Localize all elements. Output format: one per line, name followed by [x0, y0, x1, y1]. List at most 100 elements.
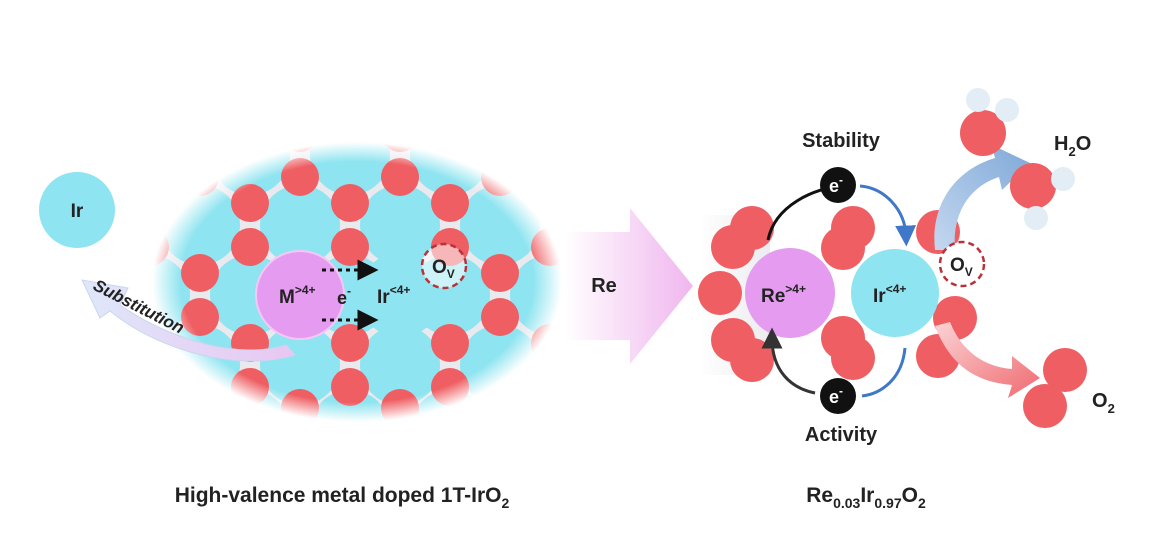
- lattice-oxygen-atom: [381, 389, 419, 427]
- electron-badge-bottom-label: e-: [829, 384, 843, 407]
- electron-badge-top: [820, 167, 856, 203]
- dopant-label: M>4+: [279, 283, 316, 308]
- lattice-ir-atom: [360, 325, 440, 405]
- oxygen-molecule-label: O2: [1092, 390, 1115, 416]
- right-vacancy-ring: [938, 240, 986, 288]
- lattice-oxygen-atom: [181, 298, 219, 336]
- left-ir-center-atom: [358, 253, 442, 337]
- lattice-oxygen-atom: [181, 254, 219, 292]
- lattice-oxygen-atom: [581, 433, 619, 471]
- lattice-oxygen-atom: [431, 324, 469, 362]
- left-ir-label: Ir<4+: [377, 283, 410, 308]
- right-vacancy-label: OV: [950, 255, 973, 279]
- lattice-oxygen-atom: [381, 114, 419, 152]
- lattice-ir-atom: [310, 115, 390, 195]
- right-oxygen-atom: [831, 206, 875, 250]
- lattice-ir-atom: [510, 115, 590, 195]
- lattice-oxygen-atom: [531, 184, 569, 222]
- lattice-oxygen-atom: [481, 433, 519, 471]
- substitution-arrow: [81, 279, 296, 362]
- lattice-oxygen-atom: [281, 114, 319, 152]
- oxygen-release-arrow: [935, 322, 1040, 398]
- lattice-oxygen-atom: [531, 368, 569, 406]
- electron-badge-top-label: e-: [829, 173, 843, 196]
- lattice-ir-atom: [310, 390, 390, 470]
- lattice-ir-atom: [360, 185, 440, 265]
- lattice-ir-atom: [410, 115, 490, 195]
- lattice-oxygen-atom: [481, 298, 519, 336]
- lattice-oxygen-atom: [181, 158, 219, 196]
- lattice-oxygen-atom: [181, 433, 219, 471]
- right-oxygen-atom: [730, 206, 774, 250]
- dopant-atom: [256, 251, 344, 339]
- lattice-oxygen-atom: [131, 368, 169, 406]
- lattice-ir-atom: [560, 325, 640, 405]
- dopant-atom-highlight: [255, 250, 345, 340]
- lattice-oxygen-atom: [431, 368, 469, 406]
- lattice-ir-atom: [210, 390, 290, 470]
- right-oxygen-atom: [698, 271, 742, 315]
- cycle-arrow-bottom-blue: [861, 347, 907, 398]
- lattice-oxygen-atom: [481, 114, 519, 152]
- lattice-ir-atom: [260, 185, 340, 265]
- lattice-oxygen-atom: [581, 389, 619, 427]
- lattice-oxygen-atom: [231, 368, 269, 406]
- lattice-oxygen-atom: [431, 184, 469, 222]
- rhenium-label: Re>4+: [761, 282, 806, 307]
- electron-badge-bottom: [820, 378, 856, 414]
- left-vacancy-label: OV: [432, 257, 455, 281]
- water-label: H2O: [1054, 133, 1091, 159]
- right-ir-label: Ir<4+: [873, 282, 906, 307]
- free-ir-label: Ir: [71, 201, 84, 222]
- cycle-arrow-bottom-grey: [761, 327, 816, 395]
- lattice-oxygen-atom: [481, 389, 519, 427]
- re-arrow: [565, 208, 693, 364]
- lattice-oxygen-atom: [331, 184, 369, 222]
- water-uptake-arrow: [934, 145, 1030, 250]
- lattice-oxygen-atom: [331, 324, 369, 362]
- lattice-oxygen-atom: [531, 228, 569, 266]
- water-molecule-bottom: [1010, 163, 1075, 230]
- lattice-oxygen-atom: [381, 433, 419, 471]
- lattice-oxygen-atom: [231, 184, 269, 222]
- lattice-ir-atom: [110, 115, 190, 195]
- lattice-oxygen-atom: [181, 114, 219, 152]
- activity-label: Activity: [805, 424, 878, 446]
- lattice-oxygen-atom: [581, 114, 619, 152]
- left-caption: High-valence metal doped 1T-IrO2: [175, 484, 510, 511]
- lattice-oxygen-atom: [331, 368, 369, 406]
- cycle-arrow-top-blue: [859, 184, 917, 247]
- lattice-oxygen-atom: [181, 389, 219, 427]
- lattice-oxygen-atom: [481, 254, 519, 292]
- free-ir-atom: [39, 172, 115, 248]
- lattice-oxygen-atom: [281, 433, 319, 471]
- lattice-oxygen-atom: [581, 158, 619, 196]
- right-oxygen-atom: [831, 336, 875, 380]
- lattice-oxygen-atom: [481, 158, 519, 196]
- lattice-ir-atom: [160, 185, 240, 265]
- left-electron-label: e-: [337, 284, 351, 308]
- oxygen-molecule: [1023, 348, 1087, 428]
- right-cluster: [698, 206, 977, 382]
- lattice-oxygen-atom: [281, 389, 319, 427]
- lattice-oxygen-atom: [331, 228, 369, 266]
- rhenium-atom: [745, 248, 835, 338]
- lattice-oxygen-atom: [381, 158, 419, 196]
- stability-label: Stability: [802, 130, 881, 152]
- lattice-ir-atom: [410, 390, 490, 470]
- lattice-oxygen-atom: [281, 158, 319, 196]
- lattice-ir-atom: [260, 325, 340, 405]
- lattice-ir-atom: [460, 185, 540, 265]
- lattice-ir-atom: [510, 390, 590, 470]
- water-molecule-top: [960, 88, 1019, 156]
- lattice-oxygen-atom: [131, 184, 169, 222]
- lattice-ir-atom: [460, 325, 540, 405]
- lattice-ir-atom: [110, 390, 190, 470]
- left-vacancy-ring: [420, 242, 468, 290]
- lattice-oxygen-atom: [231, 228, 269, 266]
- lattice-ir-atom: [210, 115, 290, 195]
- right-ir-atom: [851, 249, 939, 337]
- re-arrow-label: Re: [591, 275, 617, 297]
